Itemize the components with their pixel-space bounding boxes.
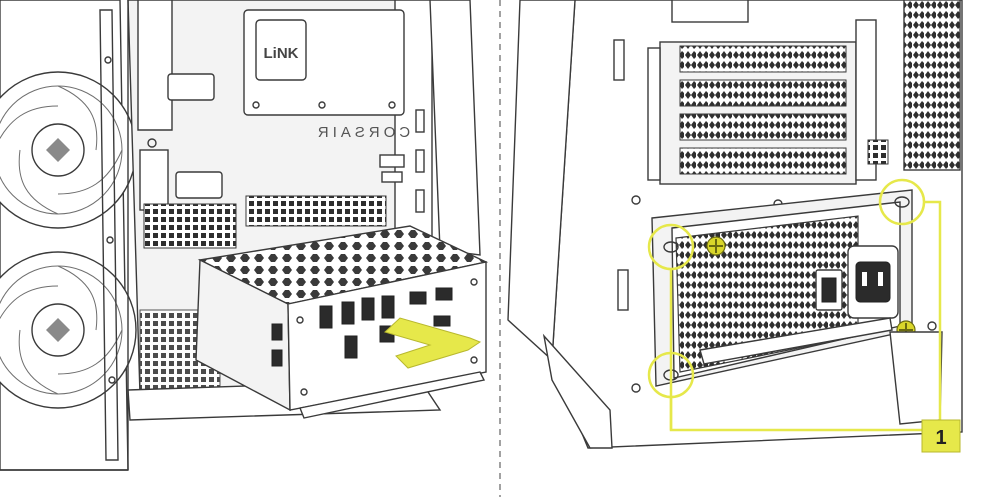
- slot-cover: [679, 113, 847, 141]
- shroud-vent: [143, 203, 237, 249]
- logo-icon: [46, 138, 70, 162]
- logo-icon: [46, 318, 70, 342]
- insert-arrow-icon: [384, 317, 482, 369]
- rear-exhaust-grille: [903, 0, 961, 171]
- cable-clip: [175, 171, 223, 199]
- brand-text: CORSAIR: [314, 124, 410, 141]
- link-hub: LiNK: [243, 9, 405, 116]
- psu-unit: [195, 225, 489, 419]
- slot-cover: [679, 79, 847, 107]
- slot-cover: [679, 45, 847, 73]
- panel-psu-screws: 1: [507, 0, 963, 453]
- callout-label: 1: [935, 427, 946, 449]
- mounting-screw: [706, 236, 726, 256]
- panel-psu-insertion: LiNK CORSAIR: [0, 0, 489, 471]
- cable-clip: [167, 73, 215, 101]
- slot-cover: [679, 147, 847, 175]
- callout-box: [921, 419, 961, 453]
- shroud-vent: [245, 195, 387, 227]
- expansion-slots: [647, 19, 889, 185]
- callout-leader: [924, 200, 942, 422]
- hub-label: LiNK: [264, 45, 299, 62]
- fan-lower: [0, 251, 137, 409]
